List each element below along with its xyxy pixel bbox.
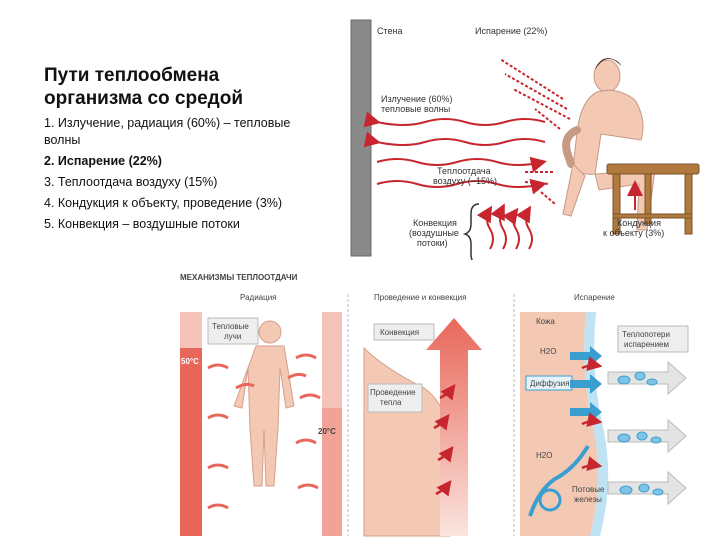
air-label-2: воздуху (~15%) — [433, 176, 497, 186]
list-item: 5. Конвекция – воздушные потоки — [44, 217, 240, 231]
diffusion-label: Диффузия — [530, 379, 569, 388]
convection-label-2: (воздушные — [409, 228, 459, 238]
conduction-label-2: к объекту (3%) — [603, 228, 664, 238]
sweat-glands-label-2: железы — [574, 495, 602, 504]
list-item: 2. Испарение (22%) — [44, 154, 162, 168]
air-arrows — [524, 171, 556, 205]
human-silhouette — [233, 320, 295, 487]
conduction-arrows — [433, 384, 456, 497]
skin-label: Кожа — [536, 317, 555, 326]
heat-rays-label-box — [207, 317, 259, 345]
radiation-rays — [207, 353, 321, 510]
panel3-title: Испарение — [574, 293, 615, 302]
hot-temp: 50°C — [181, 357, 199, 366]
evap-loss-label-1: Теплопотери — [622, 330, 670, 339]
convection-label-box — [373, 323, 435, 341]
hot-wall — [180, 312, 202, 536]
heat-exchange-list: 1. Излучение, радиация (60%) – тепловые … — [44, 115, 294, 237]
evaporation-arrows — [499, 58, 571, 130]
convection-label-3: потоки) — [417, 238, 448, 248]
panel2-title: Проведение и конвекция — [374, 293, 466, 302]
seated-man — [562, 58, 656, 231]
h2o-label-2: H2O — [536, 451, 552, 460]
heat-exchange-illustration: Стена Испарение (22%) Излучение (60%) те… — [350, 19, 700, 260]
slide-title: Пути теплообмена организма со средой — [44, 65, 244, 109]
shoulder-skin — [363, 346, 451, 537]
heat-rays-label-2: лучи — [224, 332, 241, 341]
evap-loss-label-box — [617, 325, 689, 353]
conduction-label-1: Проведение — [370, 388, 416, 397]
evaporation-label: Испарение (22%) — [475, 26, 547, 36]
convection-arrows — [476, 203, 533, 250]
convection-label-1: Конвекция — [413, 218, 457, 228]
stool — [606, 163, 700, 235]
heat-arrows — [581, 356, 603, 471]
diffusion-arrows — [570, 346, 602, 422]
sweat-glands-label-1: Потовые — [572, 485, 605, 494]
conduction-label-2: тепла — [380, 398, 402, 407]
conduction-label-box — [367, 383, 423, 413]
list-item: 1. Излучение, радиация (60%) – тепловые … — [44, 116, 291, 147]
skin-layer — [520, 312, 599, 536]
heat-rays-label-1: Тепловые — [212, 322, 249, 331]
radiation-label-2: тепловые волны — [381, 104, 450, 114]
wall — [350, 19, 372, 257]
sweat-gland-duct — [528, 444, 590, 517]
conduction-label-1: Кондукция — [617, 218, 661, 228]
sweat-gland — [538, 488, 562, 512]
air-label-1: Теплоотдача — [437, 166, 491, 176]
panel1-title: Радиация — [240, 293, 277, 302]
evap-loss-label-2: испарением — [624, 340, 669, 349]
convection-brace — [462, 203, 480, 260]
cold-wall — [322, 312, 342, 536]
list-item: 3. Теплоотдача воздуху (15%) — [44, 175, 218, 189]
vapor-droplets — [617, 371, 664, 496]
radiation-label-1: Излучение (60%) — [381, 94, 452, 104]
list-item: 4. Кондукция к объекту, проведение (3%) — [44, 196, 283, 210]
h2o-label-1: H2O — [540, 347, 556, 356]
wall-label: Стена — [377, 26, 403, 36]
mechanisms-heading: МЕХАНИЗМЫ ТЕПЛООТДАЧИ — [180, 273, 298, 282]
heat-loss-mechanisms: МЕХАНИЗМЫ ТЕПЛООТДАЧИ Радиация 50°C 20°C… — [180, 273, 689, 537]
cold-temp: 20°C — [318, 427, 336, 436]
convection-label: Конвекция — [380, 328, 419, 337]
radiation-arrows — [363, 111, 547, 195]
